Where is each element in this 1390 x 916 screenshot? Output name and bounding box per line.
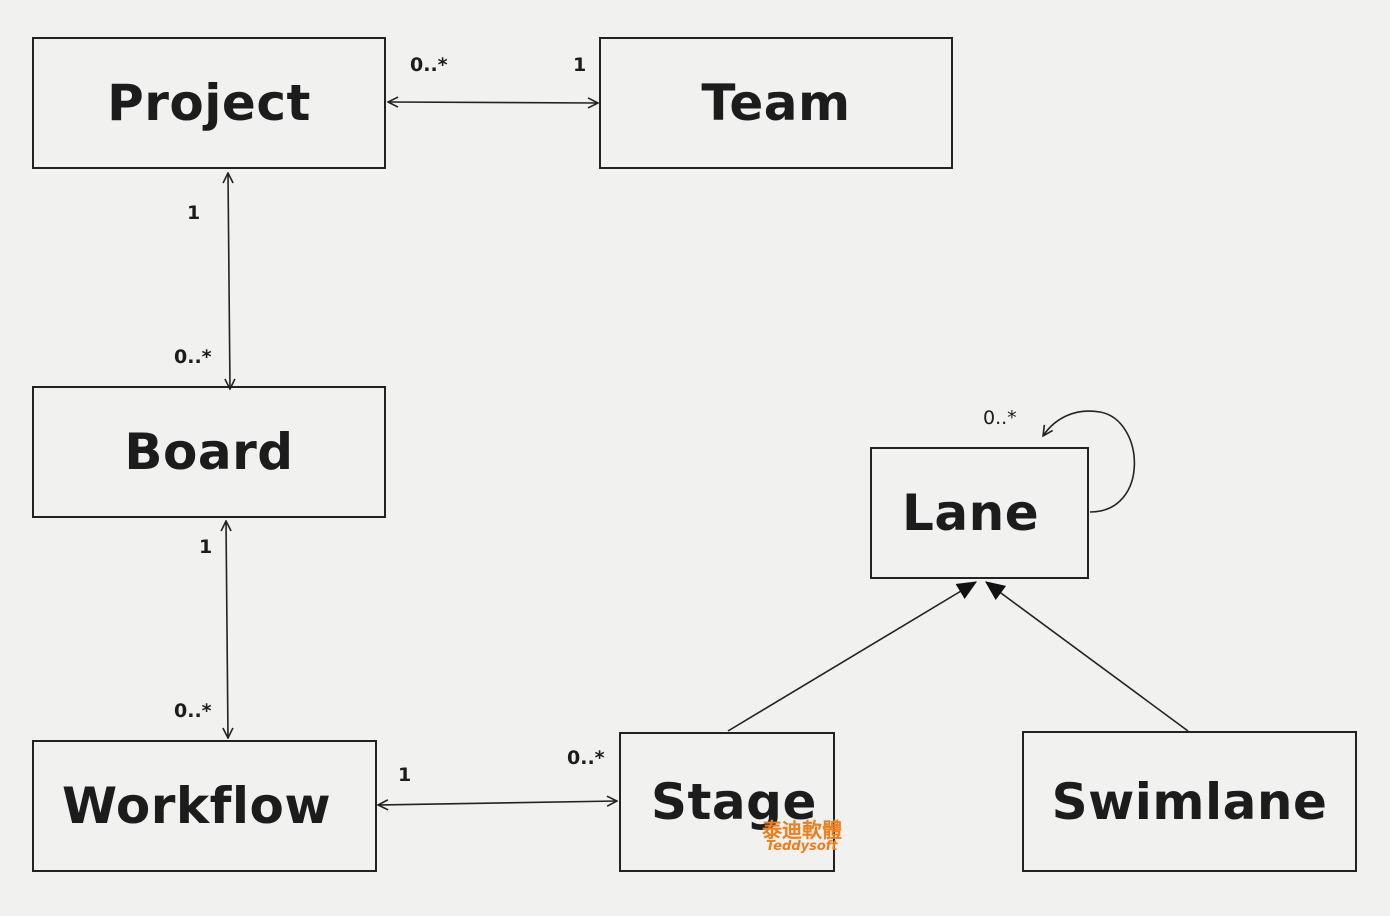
team-class-label: Team [701, 74, 851, 132]
workflow-class-label: Workflow [62, 777, 332, 835]
lane-self-association [1043, 410, 1136, 513]
multiplicity-project-board-project-end: 1 [187, 202, 201, 224]
multiplicity-workflow-stage-workflow-end: 1 [398, 764, 412, 786]
workflow-stage-association [378, 801, 617, 805]
multiplicity-project-team-project-end: 0..* [410, 54, 448, 76]
project-board-association [228, 173, 230, 389]
team-class[interactable]: Team [599, 37, 953, 169]
board-workflow-association [226, 521, 228, 738]
swimlane-class-label: Swimlane [1051, 772, 1328, 831]
multiplicity-project-team-team-end: 1 [573, 54, 587, 76]
lane-class-label: Lane [902, 484, 1040, 542]
multiplicity-board-workflow-board-end: 1 [199, 536, 213, 558]
multiplicity-workflow-stage-stage-end: 0..* [567, 747, 605, 769]
swimlane-class[interactable]: Swimlane [1022, 731, 1357, 872]
stage-lane-generalization [727, 581, 976, 732]
swimlane-lane-generalization [986, 582, 1189, 732]
multiplicity-board-workflow-workflow-end: 0..* [174, 700, 212, 722]
stage-class[interactable]: Stage [619, 732, 835, 872]
stage-class-label: Stage [651, 773, 817, 831]
lane-class[interactable]: Lane [870, 447, 1089, 579]
multiplicity-lane-self: 0..* [983, 407, 1017, 429]
project-class-label: Project [107, 74, 311, 132]
workflow-class[interactable]: Workflow [32, 740, 377, 872]
project-team-association [388, 102, 598, 103]
board-class-label: Board [124, 423, 294, 481]
project-class[interactable]: Project [32, 37, 386, 169]
board-class[interactable]: Board [32, 386, 386, 518]
multiplicity-project-board-board-end: 0..* [174, 346, 212, 368]
